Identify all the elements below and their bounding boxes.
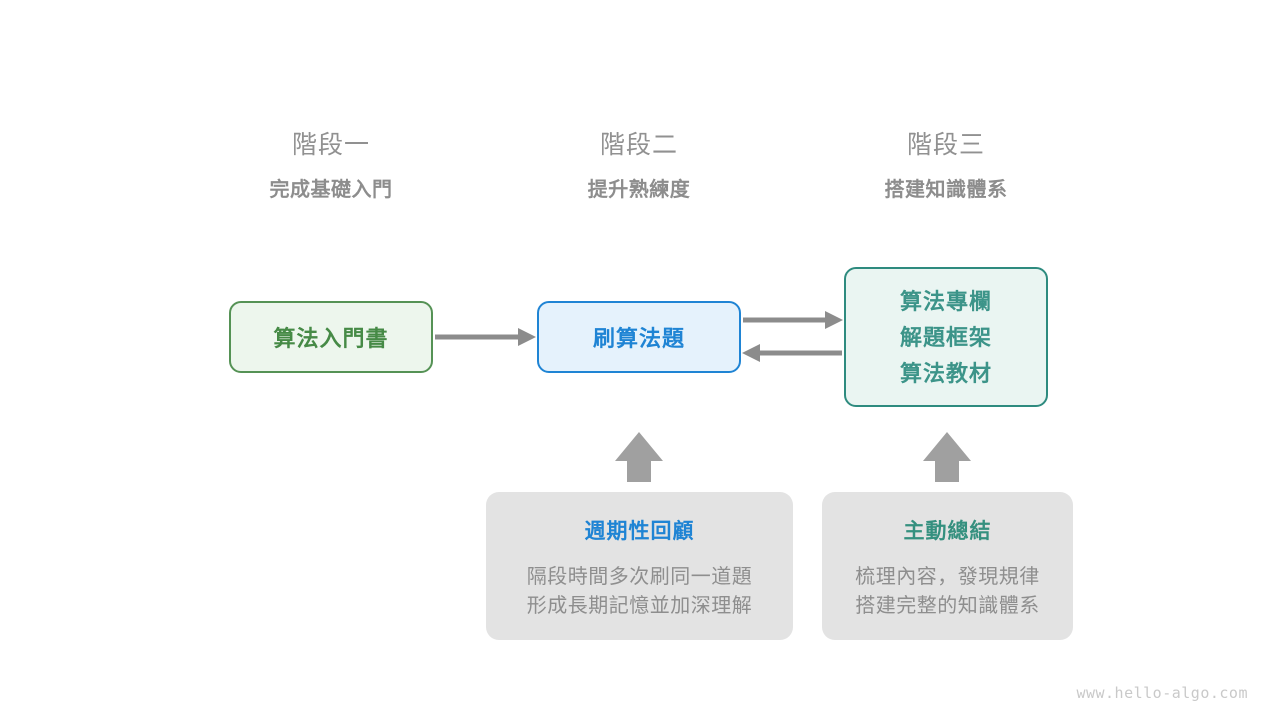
stage-1-title: 階段一 bbox=[291, 131, 370, 159]
node-intro-book-label: 算法入門書 bbox=[273, 326, 389, 351]
stage-2-title: 階段二 bbox=[599, 131, 678, 159]
note-summary-body-line-2: 搭建完整的知識體系 bbox=[855, 595, 1040, 617]
arrow-summary-to-resources bbox=[923, 432, 971, 482]
note-summary-body-line-1: 梳理內容，發現規律 bbox=[855, 566, 1040, 588]
note-review-body-line-1: 隔段時間多次刷同一道題 bbox=[526, 566, 753, 588]
arrow-resources-to-practice bbox=[742, 344, 842, 362]
watermark-url: www.hello-algo.com bbox=[1076, 684, 1248, 702]
note-summary-title: 主動總結 bbox=[903, 520, 992, 543]
stage-header-2: 階段二 提升熟練度 bbox=[509, 128, 769, 205]
note-review-body-line-2: 形成長期記憶並加深理解 bbox=[526, 595, 753, 617]
node-resources: 算法專欄 解題框架 算法教材 bbox=[844, 267, 1048, 407]
note-review-title: 週期性回顧 bbox=[584, 520, 695, 543]
stage-header-1: 階段一 完成基礎入門 bbox=[201, 128, 461, 205]
note-card-periodic-review: 週期性回顧 隔段時間多次刷同一道題 形成長期記憶並加深理解 bbox=[486, 492, 793, 640]
node-resources-line-1: 算法專欄 bbox=[899, 288, 992, 314]
stage-header-3: 階段三 搭建知識體系 bbox=[816, 128, 1076, 205]
node-intro-book: 算法入門書 bbox=[229, 301, 433, 373]
note-review-body: 隔段時間多次刷同一道題 形成長期記憶並加深理解 bbox=[527, 563, 753, 621]
stage-3-title: 階段三 bbox=[906, 131, 985, 159]
arrow-intro-to-practice bbox=[435, 328, 536, 346]
stage-3-subtitle: 搭建知識體系 bbox=[884, 179, 1008, 201]
arrow-practice-to-resources bbox=[743, 311, 843, 329]
note-card-active-summary: 主動總結 梳理內容，發現規律 搭建完整的知識體系 bbox=[822, 492, 1073, 640]
stage-2-subtitle: 提升熟練度 bbox=[587, 179, 691, 201]
arrow-review-to-practice bbox=[615, 432, 663, 482]
node-resources-line-2: 解題框架 bbox=[899, 324, 992, 350]
stage-1-subtitle: 完成基礎入門 bbox=[269, 179, 393, 201]
node-practice-problems: 刷算法題 bbox=[537, 301, 741, 373]
node-resources-line-3: 算法教材 bbox=[899, 360, 992, 386]
node-practice-label: 刷算法題 bbox=[592, 326, 685, 351]
note-summary-body: 梳理內容，發現規律 搭建完整的知識體系 bbox=[855, 563, 1040, 621]
